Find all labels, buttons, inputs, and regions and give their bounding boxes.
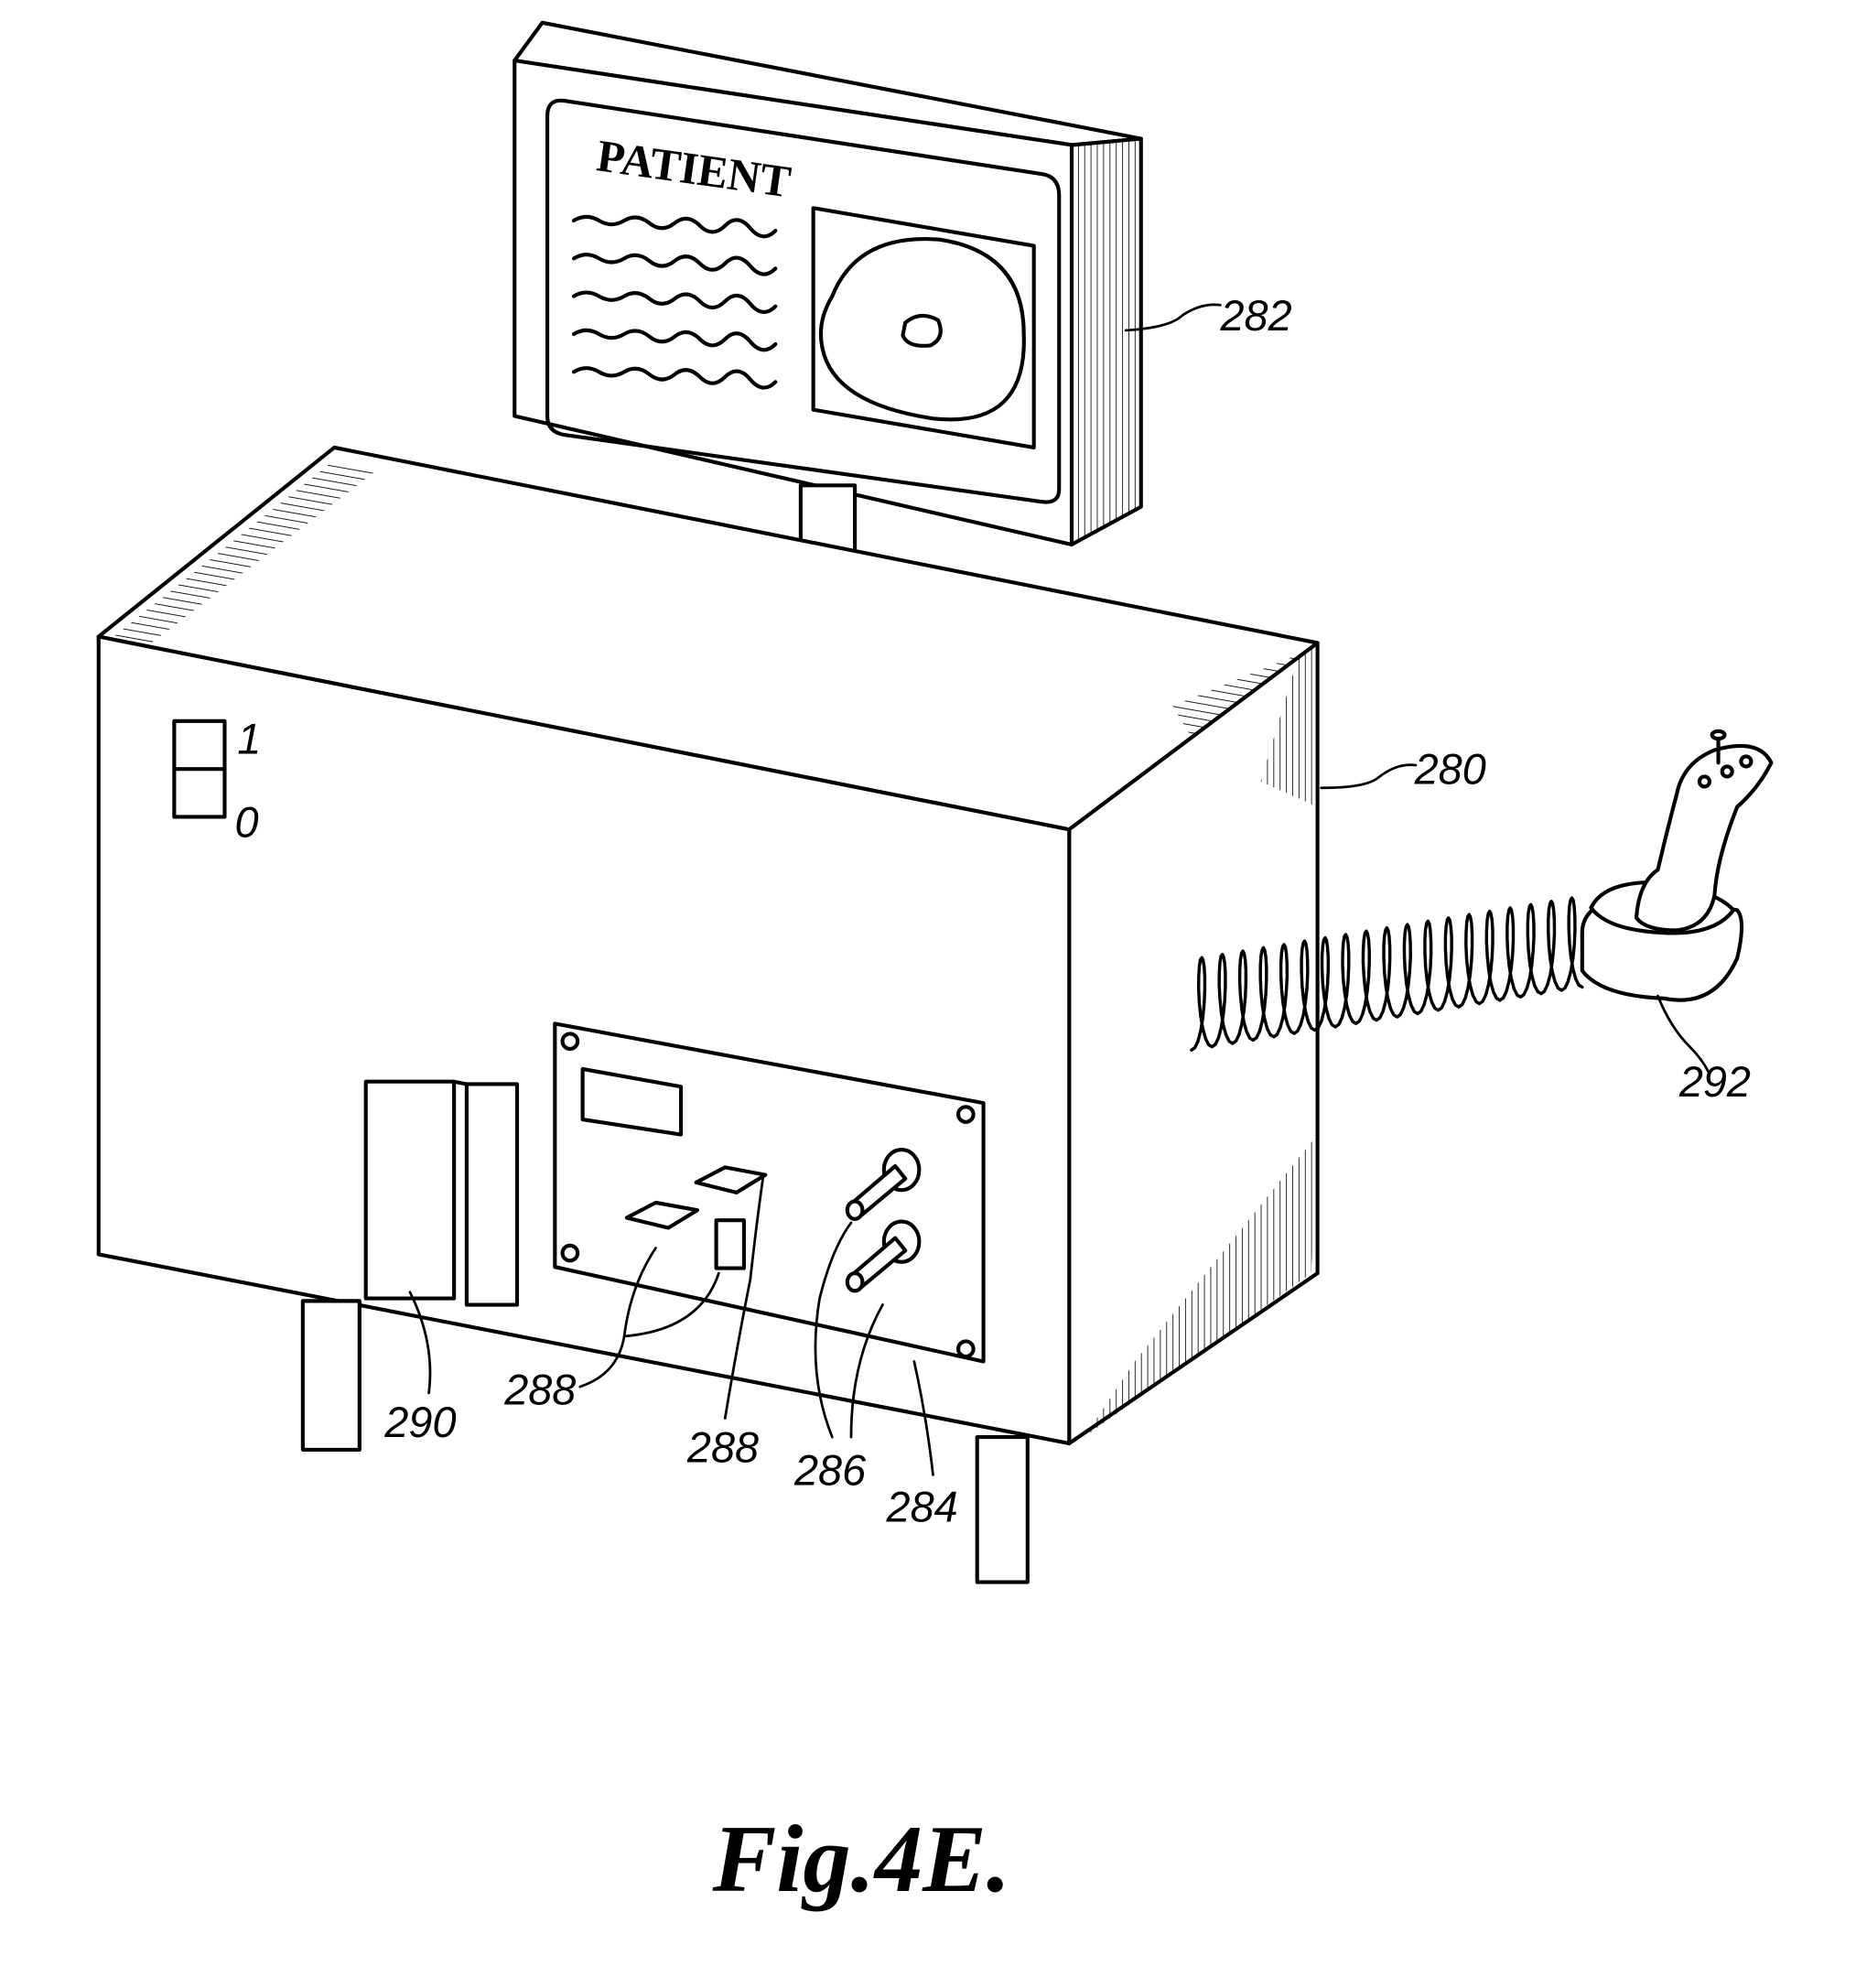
ref-288-b: 288 bbox=[686, 1424, 759, 1472]
figure-title: Fig.4E. bbox=[711, 1806, 1010, 1912]
ref-292: 292 bbox=[1678, 1058, 1751, 1106]
ref-290: 290 bbox=[383, 1399, 456, 1446]
ref-288-a: 288 bbox=[503, 1366, 576, 1413]
connector-lower[interactable] bbox=[845, 1219, 922, 1293]
leg-right bbox=[975, 1435, 1030, 1584]
panel-display bbox=[580, 1066, 684, 1137]
ref-282: 282 bbox=[1220, 292, 1292, 340]
control-panel bbox=[553, 1021, 986, 1364]
connector-upper[interactable] bbox=[845, 1148, 922, 1221]
ref-280: 280 bbox=[1414, 746, 1486, 794]
ref-284: 284 bbox=[886, 1483, 958, 1530]
joystick[interactable] bbox=[1580, 729, 1774, 1002]
patient-text-lines bbox=[571, 214, 778, 390]
switch-label-off: 0 bbox=[234, 799, 258, 847]
scan-image bbox=[811, 206, 1036, 450]
leg-left bbox=[300, 1299, 361, 1452]
panel-button[interactable] bbox=[694, 1165, 768, 1194]
panel-button[interactable] bbox=[714, 1218, 746, 1270]
panel-button[interactable] bbox=[624, 1200, 700, 1230]
card-reader[interactable] bbox=[363, 1079, 520, 1307]
power-switch[interactable] bbox=[172, 718, 227, 819]
monitor: PATIENT bbox=[513, 20, 1143, 547]
leader-lines bbox=[408, 303, 1710, 1476]
switch-label-on: 1 bbox=[237, 716, 261, 763]
cabinet: 1 0 bbox=[96, 445, 1320, 1584]
coiled-cable bbox=[1190, 896, 1584, 1053]
ref-286: 286 bbox=[793, 1446, 867, 1494]
